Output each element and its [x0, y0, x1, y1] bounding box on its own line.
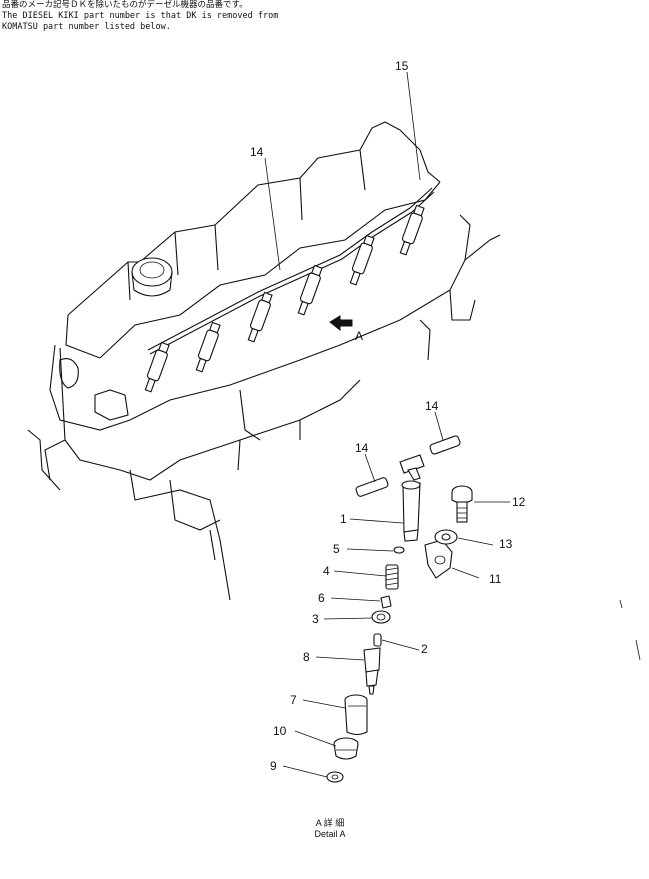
- nozzle-sleeve: [344, 694, 368, 736]
- pin: [373, 633, 382, 647]
- callout-11: 11: [489, 572, 502, 586]
- callout-9: 9: [270, 759, 277, 773]
- callout-5: 5: [333, 542, 340, 556]
- callout-7: 7: [290, 693, 297, 707]
- detail-a-parts: [326, 435, 473, 783]
- spacer: [380, 595, 392, 609]
- sleeve-seal: [333, 737, 359, 760]
- callout-numbers: 15 14 14 14 12 1 13 5 11 4 6 3 2 8 7 10 …: [250, 59, 526, 773]
- hose-upper: [429, 435, 461, 455]
- view-arrow-a: A: [329, 315, 363, 343]
- parts-note: 品番のメーカ記号ＤＫを除いたものがデーゼル機器の品番です。 The DIESEL…: [2, 0, 278, 33]
- callout-2: 2: [421, 642, 428, 656]
- callout-14-hose-lower: 14: [355, 441, 369, 455]
- spring: [385, 564, 399, 590]
- injector-body: [402, 482, 421, 533]
- callout-12: 12: [512, 495, 526, 509]
- detail-caption-english: Detail A: [314, 829, 346, 839]
- detail-caption: A 詳 細 Detail A: [300, 816, 360, 839]
- callout-1: 1: [340, 512, 347, 526]
- nozzle-clamp: [424, 539, 453, 579]
- callout-14-engine: 14: [250, 145, 264, 159]
- retaining-nut: [371, 610, 391, 624]
- tee-connector: [399, 454, 425, 474]
- callout-3: 3: [312, 612, 319, 626]
- leak-off-pipe: [147, 187, 435, 355]
- engine-illustration: [27, 121, 641, 661]
- callout-15: 15: [395, 59, 409, 73]
- o-ring: [393, 546, 405, 554]
- callout-4: 4: [323, 564, 330, 578]
- gasket: [326, 771, 344, 783]
- leader-lines: [264, 71, 510, 778]
- callout-13: 13: [499, 537, 513, 551]
- callout-6: 6: [318, 591, 325, 605]
- detail-caption-japanese: A 詳 細: [315, 818, 345, 828]
- callout-8: 8: [303, 650, 310, 664]
- nozzle: [363, 647, 381, 695]
- engine-injectors: [144, 204, 425, 393]
- hose-lower: [355, 477, 389, 497]
- arrow-label: A: [355, 329, 363, 343]
- note-english-line-1: The DIESEL KIKI part number is that DK i…: [2, 11, 279, 21]
- note-english-line-2: KOMATSU part number listed below.: [2, 22, 171, 32]
- callout-14-hose-upper: 14: [425, 399, 439, 413]
- callout-10: 10: [273, 724, 287, 738]
- note-japanese: 品番のメーカ記号ＤＫを除いたものがデーゼル機器の品番です。: [2, 0, 248, 10]
